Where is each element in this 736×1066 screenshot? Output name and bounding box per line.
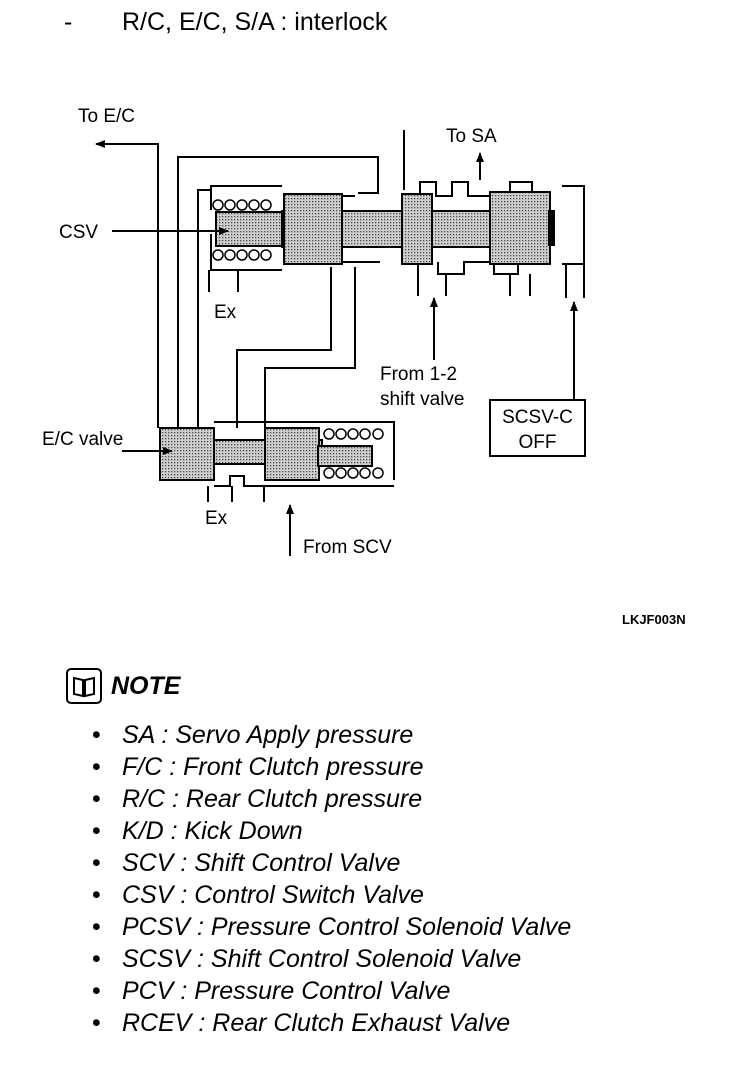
ec-bore-upper	[214, 421, 395, 480]
figure-code: LKJF003N	[622, 612, 686, 627]
csv-spring-coils	[212, 199, 272, 261]
csv-valve	[210, 181, 585, 275]
csv-bore-lower	[210, 234, 282, 271]
scsv-c-box	[489, 399, 586, 457]
note-item: •F/C : Front Clutch pressure	[92, 753, 424, 781]
ec-spring-rod	[317, 445, 373, 467]
csv-land-2	[401, 193, 433, 265]
note-item: •SA : Servo Apply pressure	[92, 721, 414, 749]
note-item: •PCSV : Pressure Control Solenoid Valve	[92, 913, 572, 941]
csv-bore-upper	[210, 185, 282, 210]
label-from-12-line1: From 1-2	[380, 364, 457, 385]
label-ex-top: Ex	[214, 302, 237, 323]
label-from-12-line2: shift valve	[380, 389, 464, 410]
ec-valve	[159, 421, 395, 487]
label-to-sa: To SA	[446, 126, 497, 147]
label-ec-valve: E/C valve	[42, 429, 123, 450]
exhaust-ports	[207, 264, 585, 502]
csv-land-1	[283, 193, 343, 265]
note-item: •PCV : Pressure Control Valve	[92, 977, 451, 1005]
csv-port-teeth	[419, 181, 533, 197]
hydraulic-passages	[95, 130, 405, 428]
note-item: •RCEV : Rear Clutch Exhaust Valve	[92, 1009, 511, 1037]
heading-text: R/C, E/C, S/A : interlock	[122, 8, 388, 36]
csv-land-3	[489, 191, 551, 265]
ec-land-1	[159, 427, 215, 481]
label-csv: CSV	[59, 222, 98, 243]
valve-diagram: To E/C To SA CSV Ex From 1-2 shift valve…	[42, 106, 586, 558]
ec-spring-coils	[323, 428, 384, 479]
note-item: •R/C : Rear Clutch pressure	[92, 785, 423, 813]
note-item: •CSV : Control Switch Valve	[92, 881, 424, 909]
note-header: NOTE	[66, 665, 180, 707]
label-scsv-line2: OFF	[519, 432, 557, 453]
csv-plug	[548, 210, 555, 246]
note-item: •SCV : Shift Control Valve	[92, 849, 401, 877]
manual-book-icon	[66, 668, 102, 704]
csv-lower-teeth	[437, 261, 519, 275]
label-to-ec: To E/C	[78, 106, 135, 127]
ec-bore-lower	[214, 475, 394, 487]
note-item: •K/D : Kick Down	[92, 817, 303, 845]
note-item: •SCSV : Shift Control Solenoid Valve	[92, 945, 522, 973]
note-list: •SA : Servo Apply pressure •F/C : Front …	[92, 719, 571, 1039]
label-from-scv: From SCV	[303, 537, 392, 558]
label-ex-bottom: Ex	[205, 508, 228, 529]
label-scsv-line1: SCSV-C	[502, 407, 573, 428]
page-heading: - R/C, E/C, S/A : interlock	[64, 8, 387, 37]
heading-bullet: -	[64, 8, 73, 36]
csv-spring-rod	[215, 211, 285, 247]
note-title: NOTE	[111, 671, 181, 700]
ec-land-2	[264, 427, 320, 481]
csv-end-cap	[562, 185, 585, 265]
flow-arrows	[112, 152, 578, 556]
